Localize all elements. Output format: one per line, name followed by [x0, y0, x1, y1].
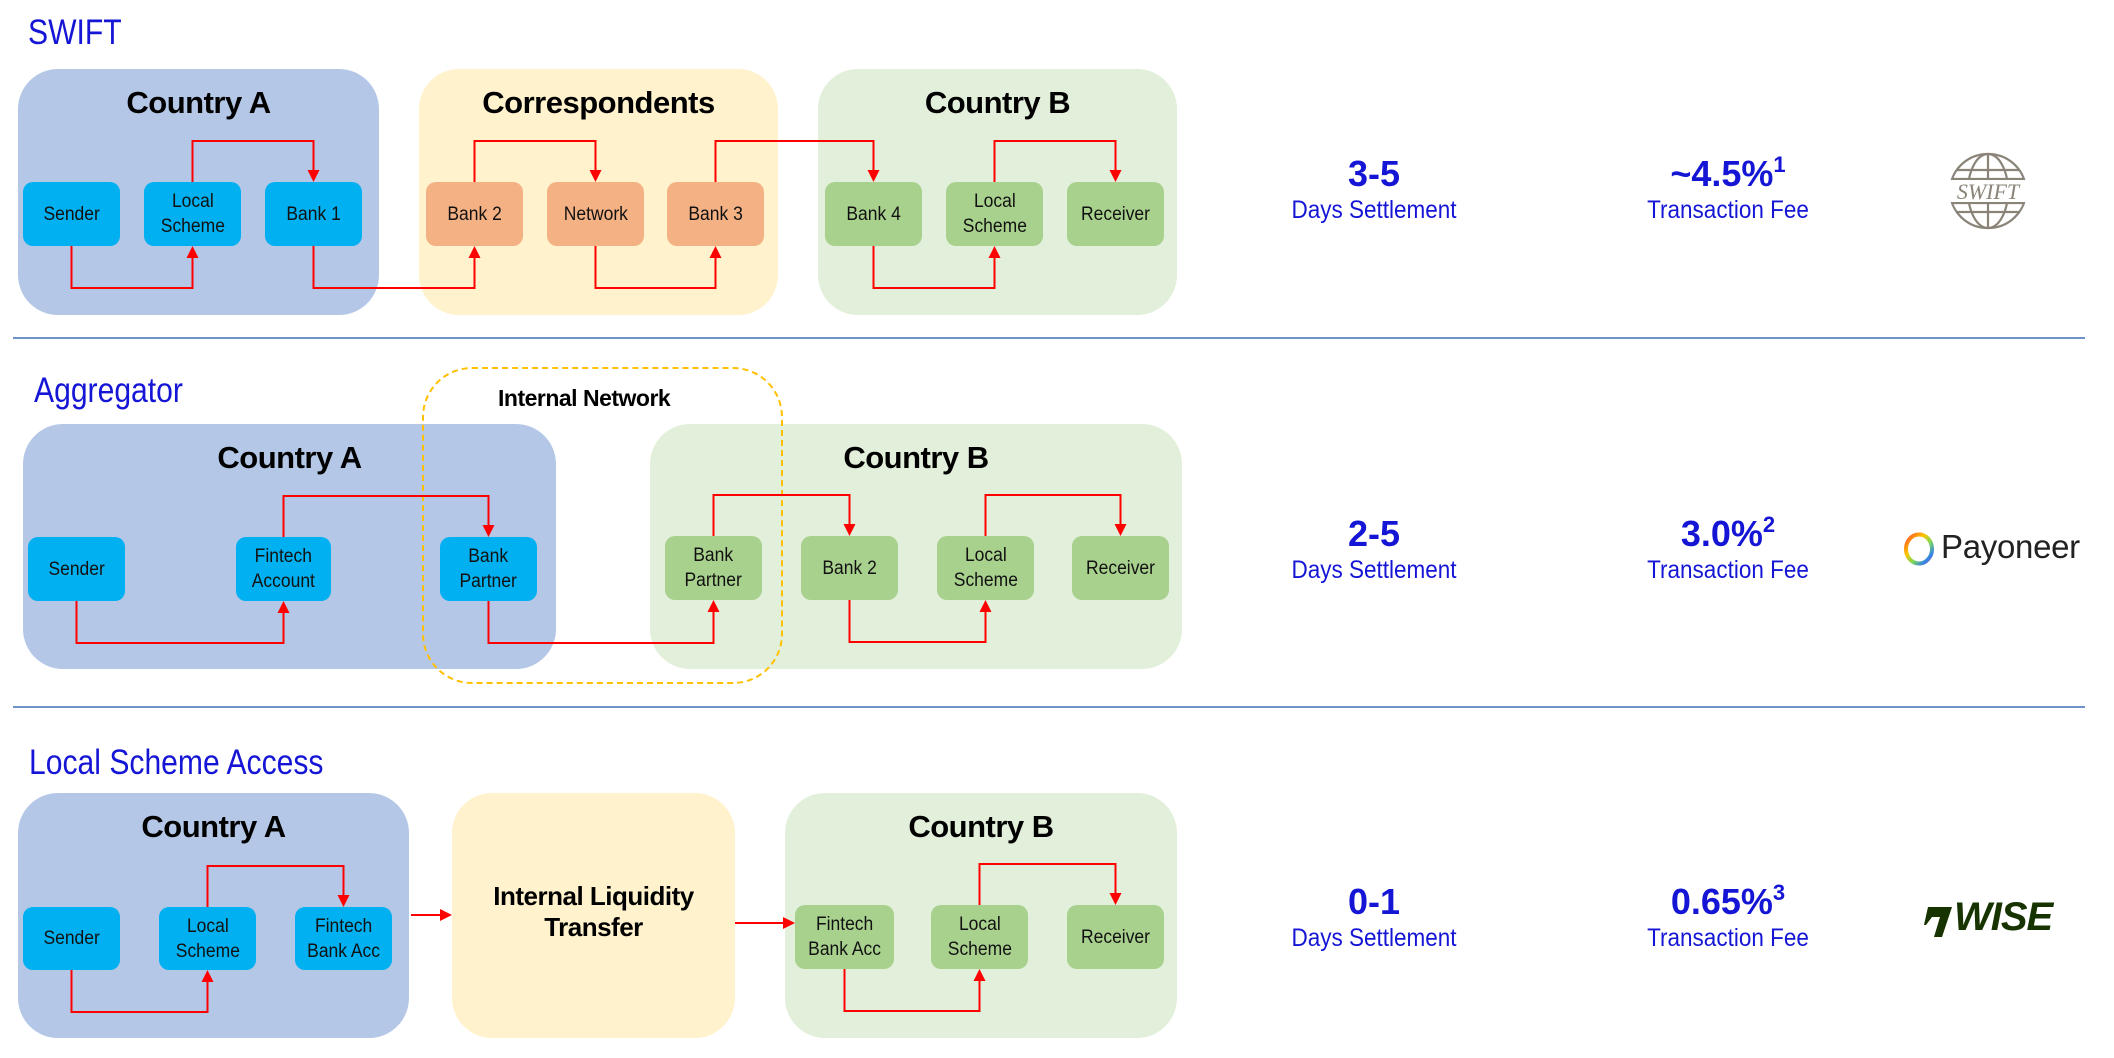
node-label: Bank 2 [822, 557, 877, 579]
node-receiver: Receiver [1072, 536, 1169, 600]
node-local-scheme: Local Scheme [159, 907, 256, 970]
settlement-label: Days Settlement [1291, 556, 1457, 584]
swift-fee-stat: ~4.5%1 Transaction Fee [1568, 154, 1888, 226]
node-label: Sender [43, 203, 100, 225]
swift-globe-icon: SWIFT [1948, 152, 2028, 230]
payoneer-logo: Payoneer [1903, 528, 2093, 569]
region-title: Country B [924, 85, 1071, 120]
settlement-value: 0-1 [1347, 881, 1401, 922]
node-label: Local Scheme [160, 191, 225, 237]
section-title-aggregator: Aggregator [34, 371, 183, 410]
node-network: Network [547, 182, 644, 246]
lsa-settlement-stat: 0-1 Days Settlement [1214, 882, 1534, 954]
node-label: Network [563, 203, 628, 225]
node-sender: Sender [28, 537, 125, 601]
region-title: Correspondents [482, 85, 715, 120]
section-title-local-scheme-access: Local Scheme Access [29, 743, 324, 782]
settlement-value: 3-5 [1347, 153, 1401, 194]
node-bank-2: Bank 2 [801, 536, 898, 600]
fee-value: 0.65% [1670, 881, 1773, 922]
region-title: Country B [908, 809, 1054, 844]
section-title-swift: SWIFT [28, 13, 122, 52]
node-label: Bank Partner [684, 545, 743, 591]
settlement-value: 2-5 [1347, 513, 1401, 554]
internal-network-label: Internal Network [498, 385, 671, 411]
node-label: Bank Partner [459, 546, 518, 592]
node-label: Bank 1 [286, 203, 341, 225]
node-receiver: Receiver [1067, 905, 1164, 969]
node-label: Local Scheme [953, 545, 1018, 591]
fee-value-wrap: 3.0%2 [1568, 514, 1888, 554]
node-label: Bank 3 [688, 203, 743, 225]
swift-settlement-stat: 3-5 Days Settlement [1214, 154, 1534, 226]
node-bank-4: Bank 4 [825, 182, 922, 246]
fee-footnote: 1 [1773, 152, 1786, 177]
fee-value: ~4.5% [1670, 153, 1774, 194]
payoneer-ring-icon [1904, 532, 1934, 566]
node-sender: Sender [23, 182, 120, 246]
node-local-scheme: Local Scheme [144, 182, 241, 246]
fee-label: Transaction Fee [1647, 924, 1809, 952]
node-label: Receiver [1085, 557, 1155, 579]
settlement-label: Days Settlement [1291, 196, 1457, 224]
node-label: Local Scheme [175, 915, 240, 962]
settlement-label: Days Settlement [1291, 924, 1457, 952]
fee-footnote: 2 [1762, 512, 1776, 537]
node-label: Fintech Bank Acc [808, 914, 881, 960]
node-fintech-bank-acc: Fintech Bank Acc [795, 905, 894, 969]
swift-logo-text: SWIFT [1957, 179, 2021, 204]
node-label: Fintech Bank Acc [307, 915, 380, 962]
wise-logo-text: WISE [1954, 895, 2053, 939]
fee-value-wrap: 0.65%3 [1568, 882, 1888, 922]
region-title: Country A [126, 85, 271, 120]
node-label: Receiver [1080, 203, 1150, 225]
fee-label: Transaction Fee [1647, 556, 1809, 584]
payoneer-logo-text: Payoneer [1941, 528, 2080, 565]
node-label: Receiver [1080, 926, 1150, 948]
node-local-scheme: Local Scheme [946, 182, 1043, 246]
wise-flag-icon [1924, 907, 1952, 937]
section-divider [13, 337, 2085, 339]
wise-logo: WISE [1924, 895, 2069, 940]
node-sender: Sender [23, 907, 120, 970]
node-label: Sender [43, 928, 100, 949]
node-label: Local Scheme [947, 914, 1012, 960]
region-title: Internal Liquidity Transfer [493, 881, 694, 942]
node-bank-partner: Bank Partner [440, 537, 537, 601]
section-divider [13, 706, 2085, 708]
node-label: Bank 2 [447, 203, 502, 225]
region-title: Country A [141, 809, 286, 844]
node-local-scheme: Local Scheme [937, 536, 1034, 600]
fee-label: Transaction Fee [1647, 196, 1809, 224]
aggregator-fee-stat: 3.0%2 Transaction Fee [1568, 514, 1888, 586]
arrowhead-icon [440, 909, 452, 921]
fee-footnote: 3 [1772, 880, 1786, 905]
node-label: Fintech Account [251, 546, 316, 592]
node-bank-3: Bank 3 [667, 182, 764, 246]
lsa-fee-stat: 0.65%3 Transaction Fee [1568, 882, 1888, 954]
region-title: Country A [217, 440, 362, 475]
node-bank-partner: Bank Partner [665, 536, 762, 600]
node-receiver: Receiver [1067, 182, 1164, 246]
node-label: Bank 4 [846, 203, 901, 225]
aggregator-settlement-stat: 2-5 Days Settlement [1214, 514, 1534, 586]
node-bank-2: Bank 2 [426, 182, 523, 246]
internal-network-boundary [422, 367, 783, 684]
internal-liquidity-transfer-region: Internal Liquidity Transfer [452, 793, 735, 1038]
node-label: Local Scheme [962, 191, 1027, 237]
node-bank-1: Bank 1 [265, 182, 362, 246]
fee-value: 3.0% [1680, 513, 1763, 554]
node-local-scheme: Local Scheme [931, 905, 1028, 969]
fee-value-wrap: ~4.5%1 [1568, 154, 1888, 194]
region-title: Country B [843, 440, 989, 475]
node-fintech-account: Fintech Account [236, 537, 331, 601]
node-fintech-bank-acc: Fintech Bank Acc [295, 907, 392, 970]
swift-logo: SWIFT [1946, 151, 2030, 231]
node-label: Sender [48, 558, 105, 580]
